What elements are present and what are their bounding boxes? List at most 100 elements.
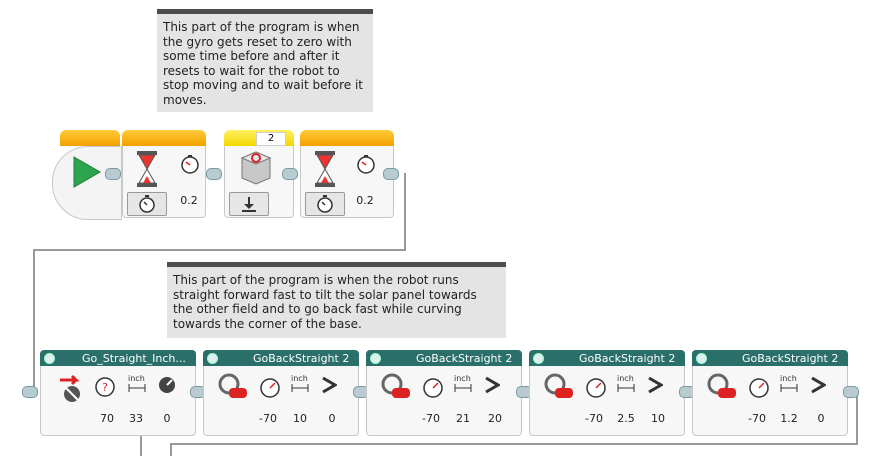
go-back-2-power[interactable]: -70: [422, 412, 440, 425]
sequence-wire-left-down: [33, 249, 35, 391]
gyro-sensor-icon: [240, 151, 272, 185]
go-back-4-distance[interactable]: 1.2: [780, 412, 798, 425]
myblock-go-back-straight-2[interactable]: GoBackStraight 2 inch -70 21 20: [366, 350, 522, 436]
sequence-wire-bottom: [170, 443, 858, 445]
speedometer-icon: [423, 378, 443, 398]
wait-block-1-cap: [122, 130, 206, 146]
myblock-go-back-3-header: GoBackStraight 2: [529, 350, 685, 366]
steering-icon: [60, 374, 80, 402]
myblock-go-back-1-body: [203, 366, 359, 436]
ruler-icon: inch: [454, 374, 471, 383]
myblock-go-back-1-title: GoBackStraight 2: [253, 352, 350, 365]
wait-block-2-cap: [300, 130, 394, 146]
gyro-reset-block[interactable]: 2: [224, 130, 294, 218]
steering-icon: [381, 373, 410, 398]
wait-1-output-connector[interactable]: [206, 168, 222, 180]
myblock-go-back-3-title: GoBackStraight 2: [579, 352, 676, 365]
gyro-port-selector[interactable]: 2: [256, 132, 286, 146]
greater-than-icon: [485, 376, 500, 394]
gear-icon: [533, 353, 544, 364]
wait-seconds-2[interactable]: 0.2: [356, 194, 374, 207]
go-back-4-power[interactable]: -70: [748, 412, 766, 425]
myblock-go-back-2-header: GoBackStraight 2: [366, 350, 522, 366]
myblock-go-straight-title: Go_Straight_Inch...: [82, 352, 186, 365]
myblock-go-back-straight-1[interactable]: GoBackStraight 2 inch -70 10 0: [203, 350, 359, 436]
go-straight-param[interactable]: 0: [163, 412, 171, 425]
myblock-go-straight-header: Go_Straight_Inch...: [40, 350, 196, 366]
timer-icon: [181, 155, 199, 174]
sequence-wire-across: [33, 249, 406, 251]
ruler-icon: inch: [780, 374, 797, 383]
wait-mode-selector-2[interactable]: [305, 192, 345, 216]
steering-icon: [218, 373, 247, 398]
hourglass-icon: [315, 151, 335, 187]
gauge-icon: [159, 377, 175, 393]
question-icon: ?: [95, 377, 115, 397]
ruler-mark: [617, 384, 635, 392]
ruler-mark: [780, 384, 798, 392]
start-output-connector[interactable]: [105, 168, 121, 180]
svg-text:?: ?: [102, 381, 108, 394]
greater-than-icon: [811, 376, 826, 394]
go-back-4-curve[interactable]: 0: [817, 412, 825, 425]
row-2-input-connector[interactable]: [22, 386, 38, 398]
speedometer-icon: [749, 378, 769, 398]
myblock-go-back-3-body: [529, 366, 685, 436]
speedometer-icon: [586, 378, 606, 398]
gear-icon: [207, 353, 218, 364]
gyro-mode-selector[interactable]: [229, 192, 269, 216]
go-back-1-curve[interactable]: 0: [328, 412, 336, 425]
go-back-3-curve[interactable]: 10: [651, 412, 665, 425]
stopwatch-icon: [139, 195, 155, 213]
speedometer-icon: [260, 378, 280, 398]
myblock-go-back-straight-4[interactable]: GoBackStraight 2 inch -70 1.2 0: [692, 350, 848, 436]
steering-icon: [707, 373, 736, 398]
ruler-icon: inch: [617, 374, 634, 383]
comment-drive-sequence[interactable]: This part of the program is when the rob…: [167, 262, 506, 338]
ruler-mark: [291, 384, 309, 392]
wait-2-output-connector[interactable]: [383, 168, 399, 180]
myblock-go-back-4-title: GoBackStraight 2: [742, 352, 839, 365]
timer-icon: [357, 155, 375, 174]
sequence-wire-bottom-left: [170, 443, 172, 456]
myblock-go-back-4-body: [692, 366, 848, 436]
myblock-go-back-2-body: [366, 366, 522, 436]
sequence-wire-down: [404, 173, 406, 251]
start-block[interactable]: [52, 130, 122, 220]
go-straight-power[interactable]: 70: [100, 412, 114, 425]
greater-than-icon: [648, 376, 663, 394]
wait-block-1[interactable]: 0.2: [122, 130, 206, 218]
wait-block-2[interactable]: 0.2: [300, 130, 394, 218]
myblock-go-back-straight-3[interactable]: GoBackStraight 2 inch -70 2.5 10: [529, 350, 685, 436]
myblock-go-back-1-header: GoBackStraight 2: [203, 350, 359, 366]
ruler-mark: [128, 384, 146, 392]
start-block-cap: [60, 130, 120, 146]
go-back-3-power[interactable]: -70: [585, 412, 603, 425]
stopwatch-icon: [317, 195, 333, 213]
sequence-wire-right-loop: [856, 393, 858, 445]
wait-seconds-1[interactable]: 0.2: [180, 194, 198, 207]
play-icon: [73, 156, 102, 188]
gyro-output-connector[interactable]: [282, 168, 298, 180]
wait-mode-selector-1[interactable]: [127, 192, 167, 216]
go-back-2-distance[interactable]: 21: [456, 412, 470, 425]
greater-than-icon: [322, 376, 337, 394]
myblock-go-straight[interactable]: Go_Straight_Inch... ? inch 70 33 0: [40, 350, 196, 436]
go-straight-distance[interactable]: 33: [129, 412, 143, 425]
ruler-icon: inch: [128, 374, 145, 383]
myblock-go-back-4-header: GoBackStraight 2: [692, 350, 848, 366]
hourglass-icon: [137, 151, 157, 187]
gear-icon: [696, 353, 707, 364]
myblock-5-output-connector[interactable]: [843, 386, 859, 398]
start-block-body: [52, 146, 122, 220]
gear-icon: [370, 353, 381, 364]
go-back-3-distance[interactable]: 2.5: [617, 412, 635, 425]
ruler-icon: inch: [291, 374, 308, 383]
go-back-2-curve[interactable]: 20: [488, 412, 502, 425]
gear-icon: [44, 353, 55, 364]
comment-gyro-reset[interactable]: This part of the program is when the gyr…: [157, 9, 373, 112]
comment-gyro-reset-text: This part of the program is when the gyr…: [163, 20, 363, 107]
go-back-1-distance[interactable]: 10: [293, 412, 307, 425]
go-back-1-power[interactable]: -70: [259, 412, 277, 425]
ruler-mark: [454, 384, 472, 392]
